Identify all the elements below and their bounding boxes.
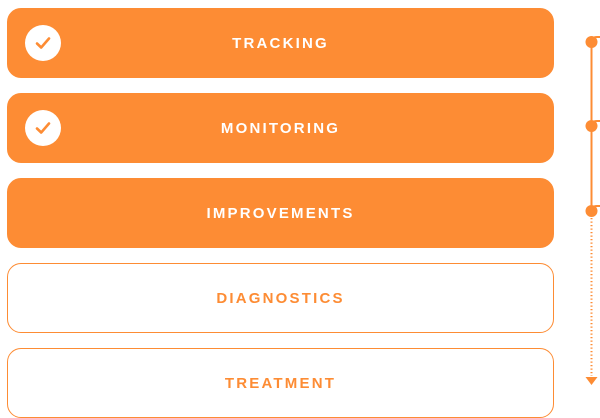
step-improvements: IMPROVEMENTS xyxy=(7,178,554,248)
step-label-diagnostics: DIAGNOSTICS xyxy=(216,290,344,307)
timeline-marker-2 xyxy=(586,120,598,132)
step-monitoring: MONITORING xyxy=(7,93,554,163)
check-icon xyxy=(25,25,61,61)
progress-timeline xyxy=(578,30,600,392)
timeline-marker-3 xyxy=(586,205,598,217)
step-label-improvements: IMPROVEMENTS xyxy=(206,205,354,222)
step-label-treatment: TREATMENT xyxy=(225,375,336,392)
step-treatment: TREATMENT xyxy=(7,348,554,418)
arrow-down-icon xyxy=(586,377,598,385)
step-label-tracking: TRACKING xyxy=(232,35,329,52)
step-label-monitoring: MONITORING xyxy=(221,120,340,137)
timeline-marker-1 xyxy=(586,36,598,48)
check-icon xyxy=(25,110,61,146)
step-tracking: TRACKING xyxy=(7,8,554,78)
step-diagnostics: DIAGNOSTICS xyxy=(7,263,554,333)
